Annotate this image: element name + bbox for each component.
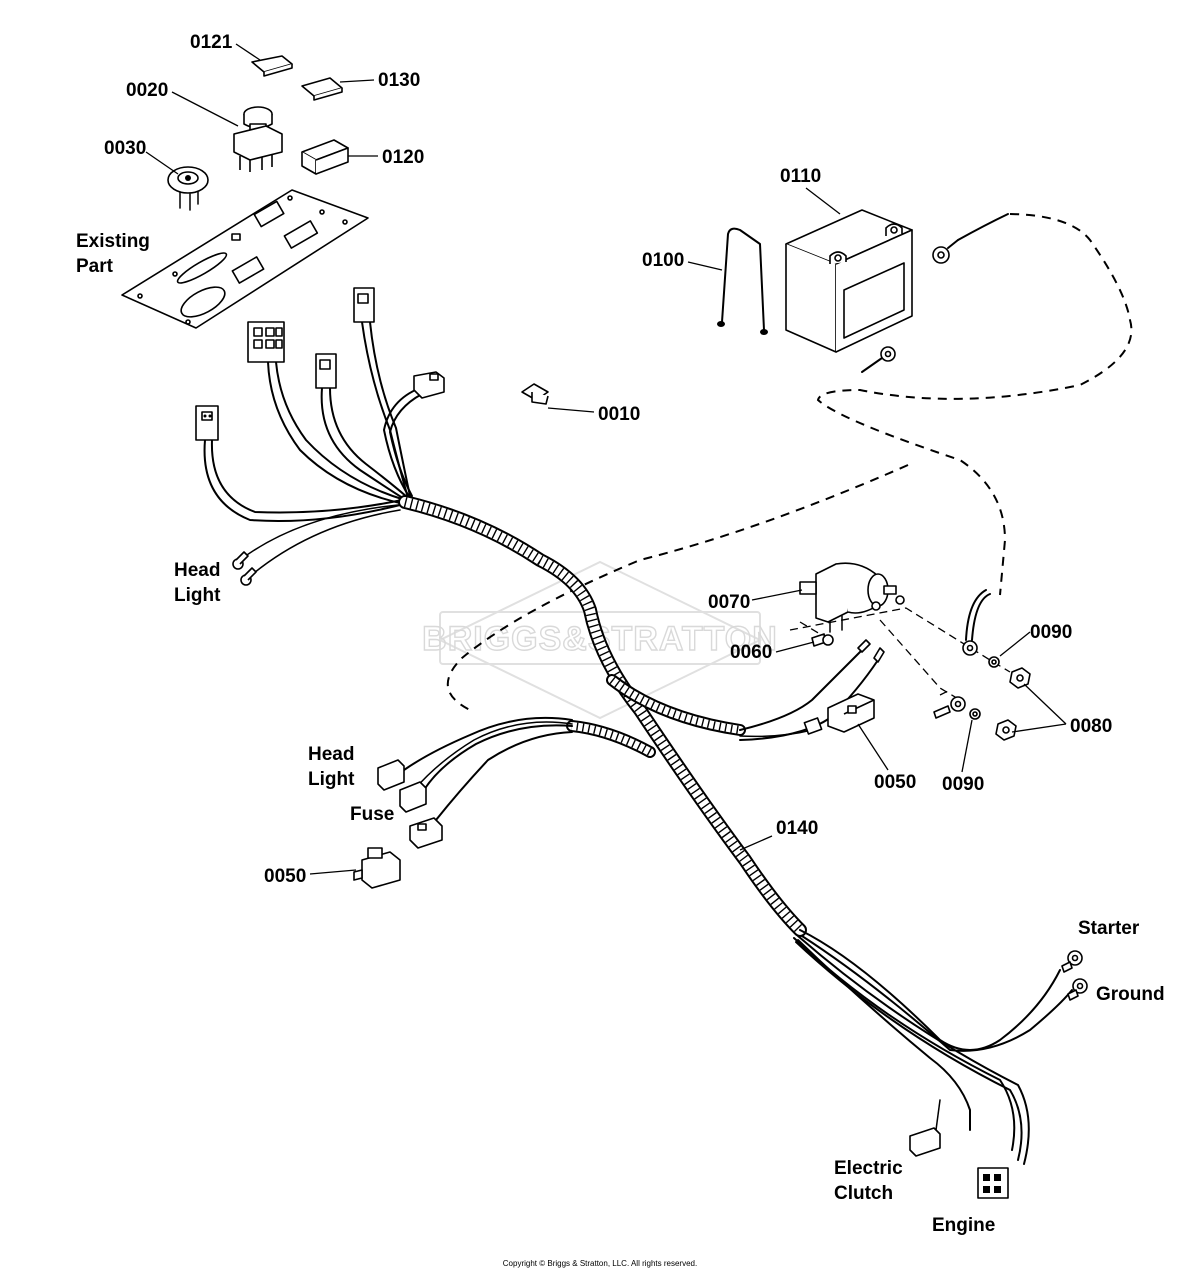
part-0110-battery <box>785 209 913 353</box>
label-light-mid: Light <box>308 769 355 790</box>
part-0100-hold-down-rod <box>717 227 768 335</box>
part-0130-clip <box>301 77 343 101</box>
label-fuse: Fuse <box>350 804 394 825</box>
label-clutch: Clutch <box>834 1183 893 1204</box>
callout-0110: 0110 <box>780 166 821 187</box>
part-0050-left-switch <box>353 847 401 889</box>
callout-0060: 0060 <box>730 642 772 663</box>
label-existing: Existing <box>76 231 150 252</box>
part-0020-switch <box>233 106 283 172</box>
label-light-top: Light <box>174 585 221 606</box>
label-head-mid: Head <box>308 744 354 765</box>
battery-cable-dashed-route <box>446 213 1133 711</box>
copyright-notice: Copyright © Briggs & Stratton, LLC. All … <box>503 1259 697 1268</box>
label-part: Part <box>76 256 114 277</box>
callout-0090-top: 0090 <box>1030 622 1072 643</box>
callout-0030: 0030 <box>104 138 146 159</box>
part-0050-right-plug <box>827 693 875 733</box>
callout-0020: 0020 <box>126 80 168 101</box>
callout-leaders <box>145 43 1067 875</box>
part-0030-ignition-switch <box>167 166 209 211</box>
lower-bolt-assembly <box>933 696 1017 741</box>
harness-main-trunk <box>398 495 807 937</box>
callout-0130: 0130 <box>378 70 420 91</box>
part-0120-relay <box>301 139 349 175</box>
part-0121-clip <box>251 55 293 77</box>
battery-cable-end <box>932 213 1009 264</box>
callout-0080: 0080 <box>1070 716 1112 737</box>
part-0010-clip <box>521 383 549 405</box>
part-0070-solenoid <box>799 562 905 633</box>
harness-upper-branches <box>195 287 445 586</box>
part-0090-washer-top <box>988 656 1000 668</box>
label-starter: Starter <box>1078 918 1140 939</box>
label-electric: Electric <box>834 1158 903 1179</box>
callout-0120: 0120 <box>382 147 424 168</box>
callout-0010: 0010 <box>598 404 640 425</box>
callout-0121: 0121 <box>190 32 233 53</box>
callout-0050-right: 0050 <box>874 772 916 793</box>
solenoid-cable-ring <box>962 589 991 656</box>
dash-panel-plate <box>121 189 369 329</box>
label-head-top: Head <box>174 560 220 581</box>
label-engine: Engine <box>932 1215 995 1236</box>
solenoid-assembly-lines <box>789 607 1011 701</box>
harness-left-lower-branch <box>377 716 573 849</box>
callout-0050-left: 0050 <box>264 866 306 887</box>
callout-0140: 0140 <box>776 818 818 839</box>
label-ground: Ground <box>1096 984 1165 1005</box>
harness-lower-branches <box>793 929 1088 1199</box>
battery-terminal-bolt <box>861 346 896 373</box>
part-0080-nut-top <box>1009 667 1031 689</box>
part-0060-screw <box>811 633 834 647</box>
callout-0070: 0070 <box>708 592 750 613</box>
callout-0090-bottom: 0090 <box>942 774 984 795</box>
callout-0100: 0100 <box>642 250 684 271</box>
